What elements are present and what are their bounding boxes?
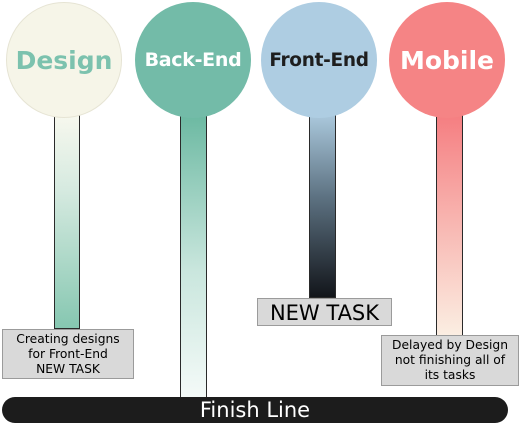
mobile-circle: Mobile	[389, 2, 505, 118]
mobile-note: Delayed by Design not finishing all of i…	[381, 335, 519, 386]
frontend-new-task-note: NEW TASK	[257, 298, 392, 326]
design-note: Creating designs for Front-End NEW TASK	[2, 329, 134, 379]
design-note-line: for Front-End	[28, 347, 108, 361]
backend-label: Back-End	[144, 49, 242, 71]
backend-circle: Back-End	[135, 2, 251, 118]
design-label: Design	[15, 45, 113, 75]
mobile-note-line: Delayed by Design	[392, 338, 508, 352]
mobile-note-line: its tasks	[424, 368, 476, 382]
mobile-note-line: not finishing all of	[394, 353, 506, 367]
design-circle: Design	[6, 2, 122, 118]
design-progress-bar	[54, 114, 80, 329]
design-note-line: NEW TASK	[36, 362, 100, 376]
finish-line: Finish Line	[2, 397, 508, 423]
frontend-circle: Front-End	[261, 2, 377, 118]
mobile-label: Mobile	[399, 45, 495, 75]
mobile-progress-bar	[436, 114, 463, 336]
frontend-progress-bar	[309, 114, 336, 298]
finish-line-label: Finish Line	[199, 398, 311, 422]
design-note-line: Creating designs	[16, 332, 120, 346]
backend-progress-bar	[180, 114, 207, 398]
frontend-label: Front-End	[269, 49, 369, 71]
